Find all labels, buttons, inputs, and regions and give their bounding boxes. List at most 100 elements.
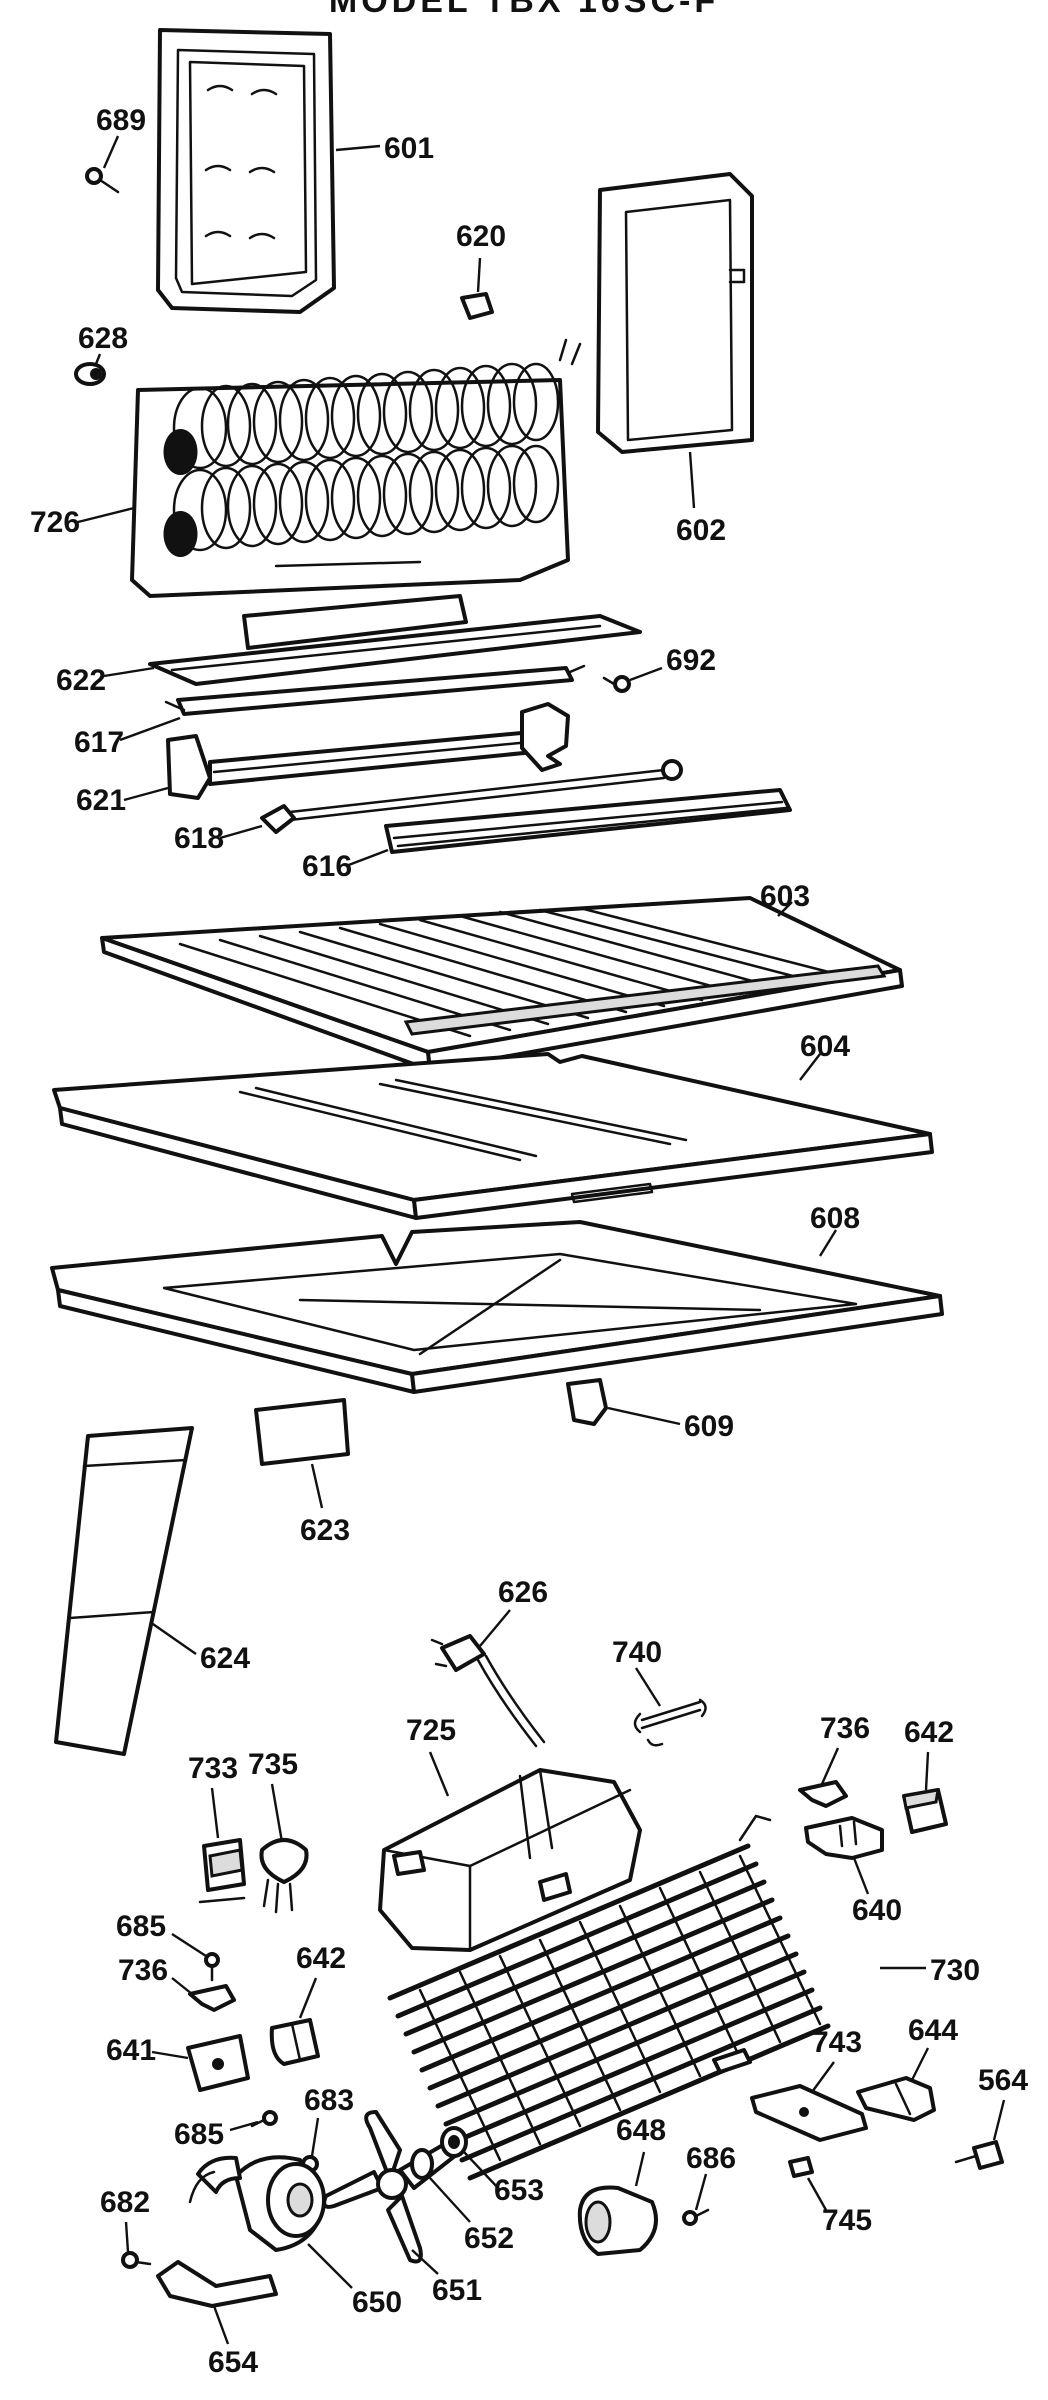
label-603: 603 [760, 880, 810, 913]
leader-564 [992, 2099, 1006, 2141]
part-602-cover-box [596, 172, 754, 454]
leader-683 [310, 2117, 320, 2157]
label-620: 620 [456, 220, 506, 253]
leader-616 [345, 848, 389, 868]
label-733: 733 [188, 1752, 238, 1785]
leader-602 [688, 451, 696, 509]
part-640-bracket [804, 1816, 884, 1860]
label-628: 628 [78, 322, 128, 355]
leader-653 [463, 2151, 501, 2191]
part-730-condenser [387, 1814, 831, 2181]
part-725-compressor [378, 1768, 642, 1952]
diagram-title: MODEL TBX 16SC-F [329, 0, 719, 20]
leader-745 [806, 2177, 828, 2211]
part-686-screw [682, 2208, 710, 2226]
label-608: 608 [810, 1202, 860, 1235]
label-564: 564 [978, 2064, 1028, 2097]
part-726-evaporator [130, 338, 582, 598]
label-683: 683 [304, 2084, 354, 2117]
part-652-washer [410, 2148, 434, 2180]
part-608-crisper-pan [50, 1220, 944, 1394]
label-735: 735 [248, 1748, 298, 1781]
leader-692 [629, 666, 663, 682]
part-692-screw [602, 675, 631, 693]
part-601-evaporator-cover [156, 28, 336, 314]
leader-725 [428, 1751, 450, 1797]
label-692: 692 [666, 644, 716, 677]
leader-604 [799, 1053, 821, 1081]
label-650: 650 [352, 2286, 402, 2319]
leader-624 [149, 1621, 197, 1655]
leader-682 [124, 2221, 130, 2253]
leader-623 [310, 1463, 324, 1509]
part-682-screw [121, 2251, 152, 2269]
label-743: 743 [812, 2026, 862, 2059]
part-736-bracket-upper [798, 1780, 848, 1808]
leader-686 [694, 2173, 708, 2211]
leader-651 [411, 2249, 439, 2275]
leader-689 [102, 135, 120, 169]
label-745: 745 [822, 2204, 872, 2237]
leader-735 [270, 1783, 284, 1843]
part-644-bracket [856, 2076, 936, 2122]
label-623: 623 [300, 1514, 350, 1547]
part-618-rod [260, 759, 683, 834]
part-689-screw [85, 167, 120, 194]
part-653-nut [440, 2126, 468, 2158]
part-651-fan-blade [322, 2110, 463, 2264]
part-622-drain-tray [148, 594, 642, 686]
part-733-overload [198, 1838, 246, 1904]
leader-652 [429, 2177, 471, 2223]
label-653: 653 [494, 2174, 544, 2207]
leader-654 [212, 2305, 230, 2345]
part-603-shelf [100, 896, 904, 1072]
label-654: 654 [208, 2346, 258, 2379]
leader-609 [607, 1406, 681, 1426]
leader-648 [634, 2151, 646, 2187]
leader-726 [77, 506, 135, 524]
part-604-shelf [52, 1052, 934, 1220]
part-626-power-cord [430, 1634, 546, 1748]
label-682: 682 [100, 2186, 150, 2219]
leader-743 [811, 2061, 835, 2093]
part-628-grommet [74, 362, 106, 386]
part-609-clip [566, 1378, 608, 1426]
label-609: 609 [684, 1410, 734, 1443]
label-602: 602 [676, 514, 726, 547]
leader-601 [335, 144, 381, 152]
part-564-bolt [954, 2140, 1004, 2170]
label-685-upper: 685 [116, 1910, 166, 1943]
label-604: 604 [800, 1030, 850, 1063]
leader-618 [219, 824, 263, 840]
part-642-relay-cover-lower [269, 2018, 320, 2066]
label-641: 641 [106, 2034, 156, 2067]
leader-617 [119, 716, 181, 742]
part-620-clip [460, 292, 494, 320]
leader-621 [123, 786, 169, 802]
part-624-duct-panel [54, 1426, 194, 1756]
label-640: 640 [852, 1894, 902, 1927]
label-626: 626 [498, 1576, 548, 1609]
label-624: 624 [200, 1642, 250, 1675]
part-685-screw-upper [204, 1952, 220, 1982]
label-726: 726 [30, 506, 80, 539]
leader-603 [777, 901, 793, 917]
part-735-relay [259, 1838, 309, 1914]
label-651: 651 [432, 2274, 482, 2307]
leader-740 [634, 1667, 662, 1707]
label-618: 618 [174, 822, 224, 855]
leader-626 [479, 1609, 511, 1647]
leader-685-upper [171, 1932, 207, 1958]
part-642-relay-cover-upper [902, 1788, 948, 1834]
label-652: 652 [464, 2222, 514, 2255]
leader-733 [210, 1787, 220, 1839]
leader-620 [476, 257, 482, 293]
label-601: 601 [384, 132, 434, 165]
part-745-pad [788, 2156, 814, 2178]
leader-622 [103, 666, 155, 678]
label-686: 686 [686, 2142, 736, 2175]
leader-736-upper [820, 1747, 840, 1785]
leader-644 [910, 2047, 930, 2081]
part-650-fan-motor [234, 2155, 326, 2252]
